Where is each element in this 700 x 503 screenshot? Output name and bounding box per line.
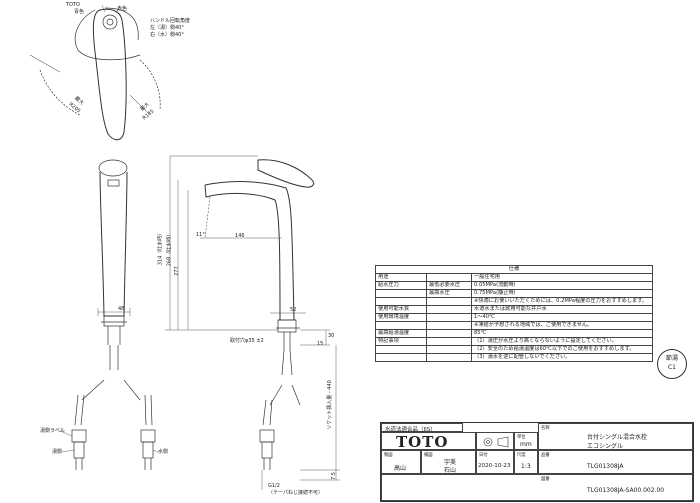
angle-right: 右（水）側40° <box>150 32 184 38</box>
product-code: TLG01308JA <box>587 463 624 470</box>
table-row: 用途一般住宅用 <box>375 273 653 282</box>
dim-30: 30 <box>328 333 335 339</box>
drawn-by: 高山 <box>394 465 407 472</box>
dim-52: 52 <box>290 307 297 313</box>
table-row: ※凍結が予想される地域では、ご使用できません。 <box>375 321 653 330</box>
hot-side-label: 湯側 <box>52 449 63 455</box>
table-row: （2）安全のため給湯温度は60℃以下でのご使用をおすすめします。 <box>375 345 653 354</box>
dim-314: 314（吐水時） <box>157 230 164 266</box>
socket-label: ソケット挿入量 - 440 <box>326 380 333 430</box>
thread-label: G1/2 <box>268 483 280 489</box>
toto-label: TOTO <box>66 2 80 8</box>
dim-7-5: 7.5 <box>330 472 337 480</box>
jis-label: 水道法適合品（JIS） <box>385 427 436 433</box>
hot-label-tag: 湯側ラベル <box>40 428 66 434</box>
angle-left: 左（湯）側40° <box>150 25 184 31</box>
front-view-drawing <box>165 155 340 490</box>
spec-title: 仕様 <box>375 265 653 274</box>
drawing-date: 2020-10-23 <box>478 463 511 469</box>
dim-15: 15 <box>317 341 324 347</box>
scale-value: 1:3 <box>521 463 531 470</box>
dim-48: 48 <box>118 306 125 312</box>
cold-side-label: 水側 <box>158 449 169 455</box>
dim-277: 277 <box>173 266 180 276</box>
dim-268: 268（吐水時） <box>166 231 173 267</box>
projection-symbol-icon <box>483 436 509 448</box>
table-row: （3）湯水を逆に配管しないでください。 <box>375 353 653 362</box>
toto-logo: TOTO <box>396 433 449 451</box>
taper-note: （テーパねじ接続不可） <box>268 490 323 496</box>
drawing-number: TLG01308JA-SA00.002.00 <box>587 487 665 494</box>
table-row: ※快適にお使いいただくためには、0.2MPa程度の圧力をおすすめします。 <box>375 297 653 306</box>
blue-label: 青色 <box>74 9 85 15</box>
top-view-drawing <box>29 4 161 141</box>
dim-11-deg: 11° <box>196 232 205 238</box>
checked-by-2: 石山 <box>444 467 457 474</box>
product-name-2: エコシングル <box>587 443 624 450</box>
red-label: 赤色 <box>117 6 128 12</box>
table-row: 使用可能水質水道水または飲用可能な井戸水 <box>375 305 653 314</box>
mount-hole-label: 取付穴φ35 ±2 <box>230 338 264 344</box>
handle-angle-title: ハンドル回転角度 <box>150 18 191 24</box>
product-name-1: 台付シングル混合水栓 <box>587 434 648 441</box>
dim-146: 146 <box>235 233 245 239</box>
side-view-drawing <box>59 159 159 470</box>
unit-value: mm <box>520 441 532 448</box>
table-row: 特記事項（1）湯圧が水圧より高くならないように設定してください。 <box>375 337 653 346</box>
water-saving-stamp: 節湯 C1 <box>657 349 687 379</box>
checked-by-1: 宇美 <box>444 459 457 466</box>
